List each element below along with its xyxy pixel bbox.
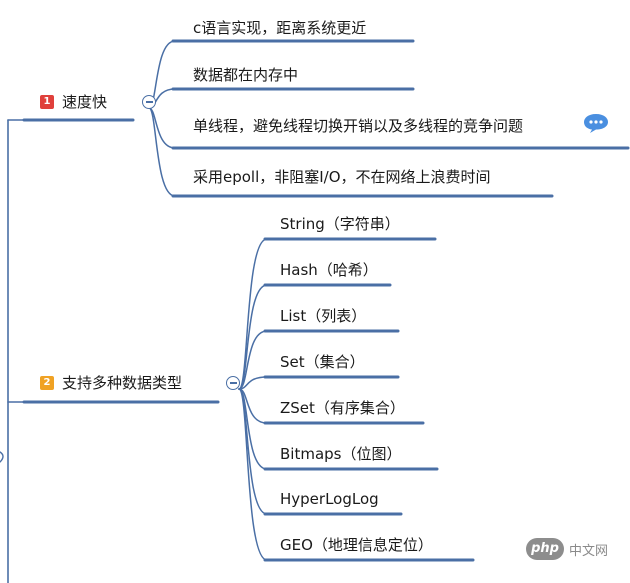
watermark-text: 中文网 <box>569 543 609 559</box>
priority-2-badge: 2 <box>40 376 54 390</box>
type-hash[interactable]: Hash（哈希） <box>280 261 378 279</box>
watermark-logo: php <box>526 538 564 560</box>
type-bitmaps[interactable]: Bitmaps（位图） <box>280 445 402 463</box>
collapse-toggle-topic-2[interactable] <box>226 376 240 390</box>
type-branch-4 <box>238 376 268 390</box>
type-branch-2 <box>238 284 268 390</box>
priority-1-badge: 1 <box>40 95 54 109</box>
root-edge <box>0 451 4 463</box>
speech-bubble-icon[interactable] <box>582 112 610 134</box>
type-branch-3 <box>238 330 268 390</box>
type-hyperloglog[interactable]: HyperLogLog <box>280 490 379 508</box>
speed-child-3[interactable]: 单线程，避免线程切换开销以及多线程的竞争问题 <box>193 117 524 135</box>
topic-speed[interactable]: 速度快 <box>62 93 108 111</box>
speed-child-2[interactable]: 数据都在内存中 <box>193 66 299 84</box>
type-zset[interactable]: ZSet（有序集合） <box>280 399 405 417</box>
type-string[interactable]: String（字符串） <box>280 215 400 233</box>
type-geo[interactable]: GEO（地理信息定位） <box>280 536 433 554</box>
type-set[interactable]: Set（集合） <box>280 353 365 371</box>
collapse-toggle-topic-1[interactable] <box>142 95 156 109</box>
watermark: php 中文网 <box>526 538 608 560</box>
speed-branch-4 <box>148 107 176 197</box>
speed-child-4[interactable]: 采用epoll，非阻塞I/O，不在网络上浪费时间 <box>193 168 491 186</box>
type-branch-1 <box>238 238 268 390</box>
type-list[interactable]: List（列表） <box>280 307 367 325</box>
type-branch-8 <box>238 388 268 561</box>
speed-child-1[interactable]: c语言实现，距离系统更近 <box>193 19 367 37</box>
topic-data-types[interactable]: 支持多种数据类型 <box>62 374 183 392</box>
